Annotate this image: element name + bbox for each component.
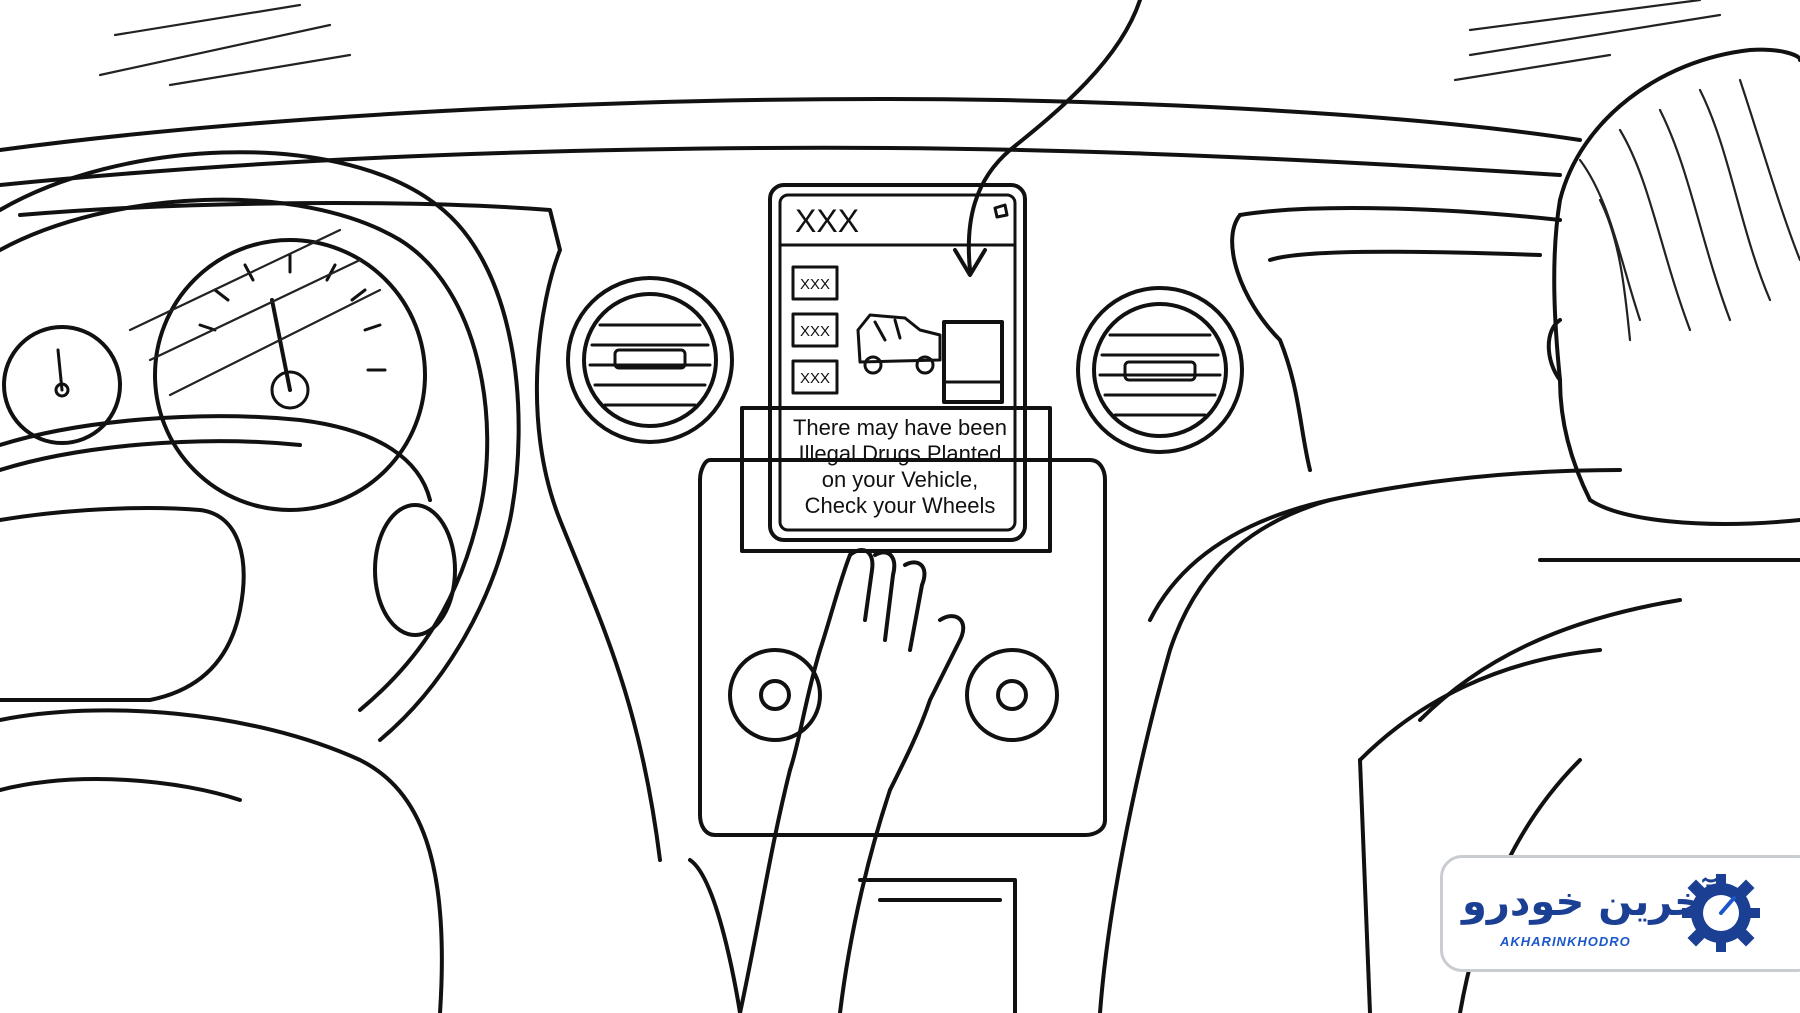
screen-panel-box [942, 320, 1004, 404]
screen-menu-label-2: XXX [800, 323, 830, 340]
screen-menu-button-3[interactable]: XXX [791, 359, 839, 395]
indicator-arrow [953, 0, 1142, 277]
steering-wheel [0, 150, 521, 742]
alert-line-1: There may have been [793, 415, 1007, 440]
windshield-glare-lines [98, 0, 1722, 87]
logo-persian-text: آخرین خودرو [1462, 879, 1717, 925]
screen-title: XXX [795, 203, 859, 239]
passenger-hand [738, 548, 966, 1013]
alert-line-4: Check your Wheels [805, 493, 996, 518]
touchscreen: XXX XXX XXX XXX There may have been Ille… [740, 183, 1052, 553]
screen-menu-label-1: XXX [800, 276, 830, 293]
gear-logo-icon [1682, 874, 1760, 952]
alert-highlight-box [740, 406, 1052, 553]
screen-menu-button-1[interactable]: XXX [791, 265, 839, 301]
screen-menu-button-2[interactable]: XXX [791, 312, 839, 348]
car-icon [856, 313, 942, 375]
dashboard [0, 97, 1622, 1013]
screen-menu-label-3: XXX [800, 370, 830, 387]
speedometer-icon [153, 238, 427, 512]
console-knobs [728, 648, 1059, 742]
left-air-vent [566, 276, 734, 444]
driver-shoulder [0, 708, 444, 1013]
instrument-cluster [2, 228, 427, 512]
alert-line-3: on your Vehicle, [822, 467, 979, 492]
alert-line-2: Illegal Drugs Planted [798, 441, 1001, 466]
logo-latin-text: AKHARINKHODRO [1500, 934, 1631, 949]
right-air-vent [1076, 286, 1244, 454]
